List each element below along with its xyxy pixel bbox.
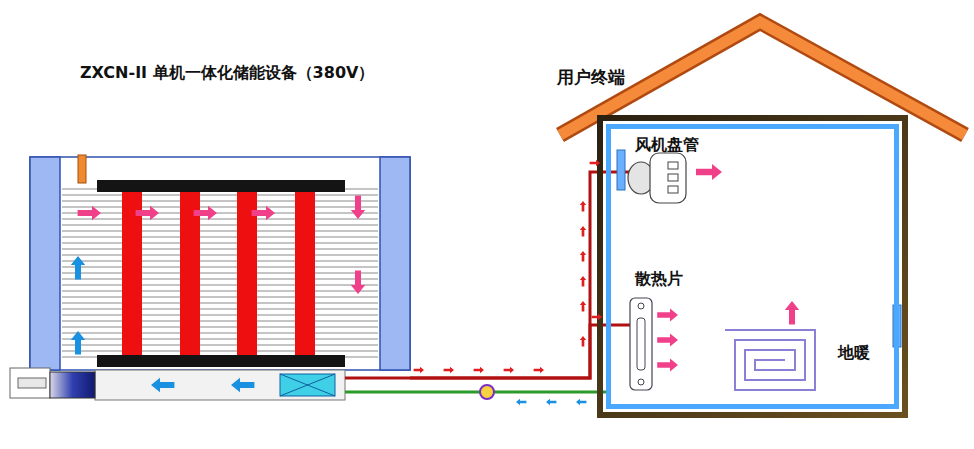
device-housing-part [30, 157, 410, 370]
flow-arrow [414, 367, 424, 373]
flow-arrow [576, 399, 586, 405]
device-housing-part [30, 157, 60, 370]
air-duct-part [280, 374, 335, 396]
flow-arrow [696, 164, 722, 180]
flow-arrow [136, 206, 159, 220]
flow-arrow [580, 201, 586, 211]
fan-motor-part [18, 378, 46, 388]
air-duct [95, 370, 410, 400]
flow-arrow [657, 309, 678, 322]
flow-arrow [231, 378, 254, 392]
fan-motor-part [10, 368, 50, 398]
radiator-icon-part [630, 298, 652, 390]
air-duct-part [280, 374, 335, 396]
device-housing-part [380, 157, 410, 370]
flow-arrow [351, 196, 365, 219]
heating-element-part [122, 192, 142, 355]
flow-arrow [444, 367, 454, 373]
heating-element-part [295, 192, 315, 355]
flow-arrow [590, 160, 600, 166]
fan-coil-icon-part [668, 174, 678, 181]
flow-arrow [580, 226, 586, 236]
flow-arrow [71, 256, 85, 279]
house-wall-part [600, 118, 905, 415]
pump-symbol-part [480, 385, 494, 399]
flow-arrow [534, 367, 544, 373]
flow-arrow [71, 331, 85, 354]
flow-arrow [474, 367, 484, 373]
device-housing-part [78, 155, 86, 183]
radiator-icon-part [638, 303, 644, 309]
flow-arrow [194, 206, 217, 220]
flow-arrow [785, 301, 799, 324]
flow-arrow [151, 378, 174, 392]
fan-motor [10, 368, 95, 398]
fan-coil-icon [628, 153, 686, 203]
flow-arrow [546, 399, 556, 405]
fan-coil-icon-part [668, 162, 678, 169]
device-housing [30, 155, 410, 370]
flow-arrow [516, 399, 526, 405]
flow-arrow [252, 206, 275, 220]
pipe-connector [410, 391, 606, 394]
device-box: ZXCN-II 单机一体化储能设备（380V） [10, 155, 410, 402]
flow-arrow [580, 336, 586, 346]
air-duct-part [345, 377, 410, 380]
flow-arrow [592, 314, 602, 320]
flow-arrow [657, 334, 678, 347]
air-duct-part [280, 374, 335, 396]
terminal-label: 地暖 [838, 343, 870, 362]
radiator-icon [630, 298, 652, 390]
insulation-bar [97, 180, 345, 367]
air-duct-part [345, 391, 410, 394]
flow-arrow [580, 251, 586, 261]
flow-arrow [657, 359, 678, 372]
pump-symbol [480, 385, 494, 399]
heating-element [122, 192, 315, 355]
house-wall [600, 118, 905, 415]
heading-label: 用户终端 [557, 67, 625, 87]
flow-arrow [351, 271, 365, 294]
terminal-label: 散热片 [635, 269, 683, 288]
fan-coil-icon-part [650, 153, 686, 203]
floor-heating-coil-part [725, 330, 815, 390]
radiator-icon-part [637, 318, 645, 370]
floor-heating-coil [725, 330, 815, 390]
device-housing-part [62, 186, 378, 362]
fan-motor-part [50, 372, 95, 398]
terminal-label: 风机盘管 [635, 135, 699, 154]
air-duct-part [95, 370, 345, 400]
terminal-box: 地暖 [720, 323, 875, 398]
insulation-bar-part [97, 180, 345, 192]
flow-arrow [580, 301, 586, 311]
heating-element-part [237, 192, 257, 355]
heating-element-part [180, 192, 200, 355]
terminal-box: 风机盘管 [633, 133, 723, 211]
radiator-icon-part [638, 379, 644, 385]
flow-arrow [504, 367, 514, 373]
fan-coil-icon-part [668, 186, 678, 193]
house-box: 用户终端风机盘管散热片地暖 [606, 124, 899, 409]
flow-arrow [580, 276, 586, 286]
heading-label: ZXCN-II 单机一体化储能设备（380V） [80, 63, 374, 82]
house-wall-part [617, 150, 625, 190]
terminal-box: 散热片 [633, 267, 703, 397]
flow-arrows [71, 160, 799, 405]
flow-arrow [78, 206, 101, 220]
insulation-bar-part [97, 355, 345, 367]
